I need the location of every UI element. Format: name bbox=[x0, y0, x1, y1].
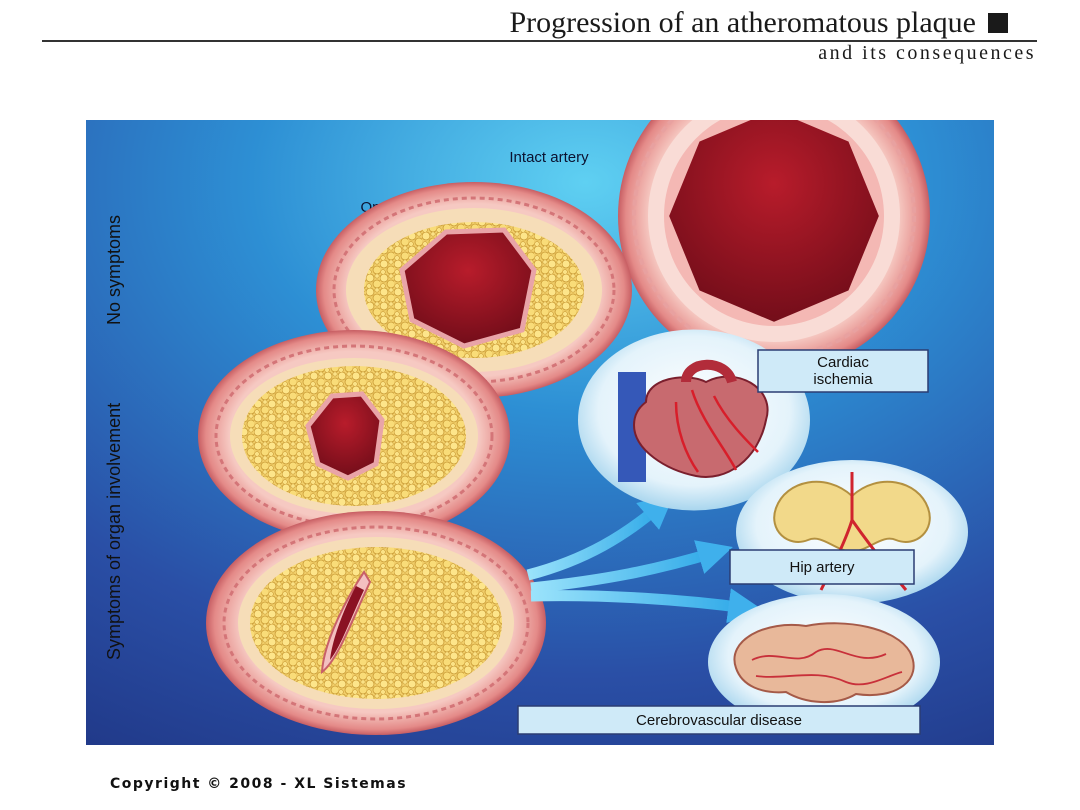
page-subtitle: and its consequences bbox=[818, 42, 1036, 64]
title-rule bbox=[42, 40, 1037, 42]
brain-icon bbox=[733, 622, 915, 704]
heart-bubble bbox=[578, 329, 810, 511]
brain-bubble bbox=[708, 594, 940, 730]
cerebrovascular-label: Cerebrovascular disease bbox=[517, 705, 921, 735]
diagram-panel: Intact artery Onset of the lesion bbox=[86, 120, 994, 745]
artery-intact bbox=[618, 120, 930, 372]
side-label-organ-involvement: Symptoms of organ involvement bbox=[104, 402, 124, 660]
title-text: Progression of an atheromatous plaque bbox=[509, 6, 976, 39]
hip-artery-label: Hip artery bbox=[729, 549, 915, 585]
cerebro-label-text: Cerebrovascular disease bbox=[636, 712, 802, 729]
artery-severe bbox=[206, 511, 546, 735]
title-square-icon bbox=[988, 13, 1008, 33]
label-intact-artery: Intact artery bbox=[509, 149, 589, 166]
artery-advanced bbox=[198, 330, 510, 542]
page-title: Progression of an atheromatous plaque bbox=[509, 6, 1008, 40]
copyright: Copyright © 2008 - XL Sistemas bbox=[110, 776, 408, 792]
cardiac-ischemia-label: Cardiac ischemia bbox=[757, 349, 929, 393]
side-label-no-symptoms: No symptoms bbox=[104, 214, 124, 325]
artery-onset bbox=[316, 182, 632, 398]
cardiac-label-line1: Cardiac bbox=[817, 354, 869, 371]
hip-label-text: Hip artery bbox=[789, 559, 855, 576]
heart-icon bbox=[632, 375, 769, 478]
cardiac-label-line2: ischemia bbox=[813, 371, 873, 388]
consequence-arrows bbox=[526, 493, 764, 624]
